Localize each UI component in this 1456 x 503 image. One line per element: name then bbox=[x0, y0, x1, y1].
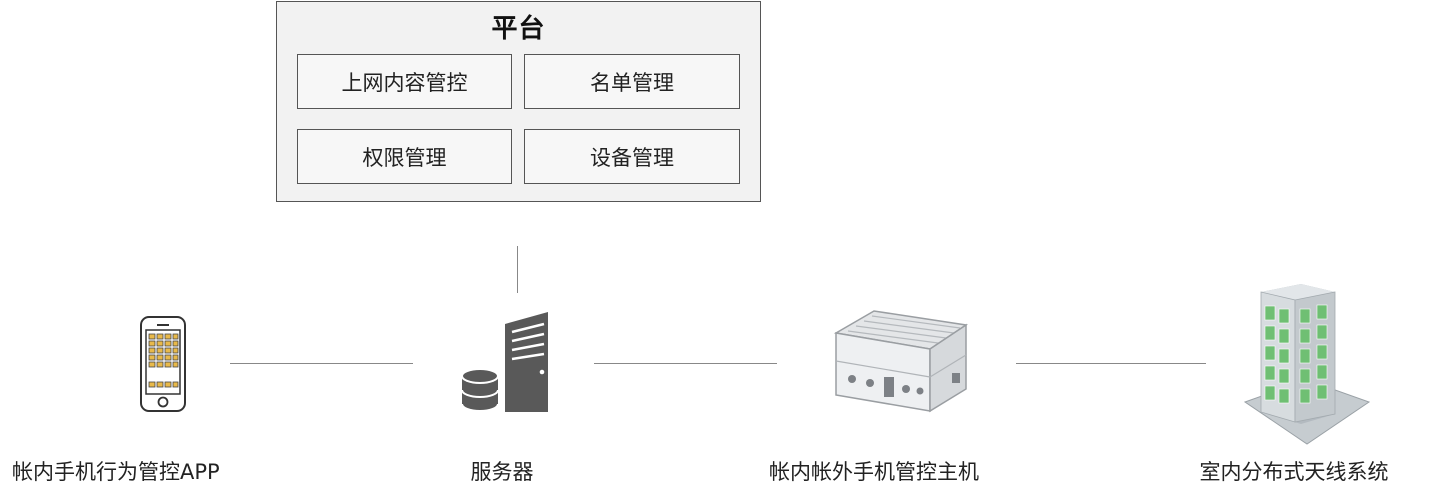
module-content-control: 上网内容管控 bbox=[297, 54, 512, 109]
label-control-host: 帐内帐外手机管控主机 bbox=[769, 460, 979, 484]
platform-box: 平台 上网内容管控 名单管理 权限管理 设备管理 bbox=[276, 1, 761, 202]
server-icon bbox=[461, 312, 548, 412]
label-antenna-system: 室内分布式天线系统 bbox=[1199, 460, 1389, 484]
platform-title: 平台 bbox=[491, 14, 546, 44]
connector-server-host bbox=[594, 363, 777, 364]
label-server: 服务器 bbox=[470, 460, 534, 484]
connector-app-server bbox=[230, 363, 413, 364]
control-host-device-icon bbox=[833, 310, 969, 413]
connector-host-antenna bbox=[1016, 363, 1206, 364]
module-permission-management: 权限管理 bbox=[297, 129, 512, 184]
module-device-management: 设备管理 bbox=[524, 129, 740, 184]
smartphone-icon bbox=[140, 316, 186, 412]
connector-platform-server bbox=[517, 246, 518, 293]
building-antenna-icon bbox=[1243, 284, 1371, 445]
module-list-management: 名单管理 bbox=[524, 54, 740, 109]
label-app: 帐内手机行为管控APP bbox=[12, 460, 220, 484]
